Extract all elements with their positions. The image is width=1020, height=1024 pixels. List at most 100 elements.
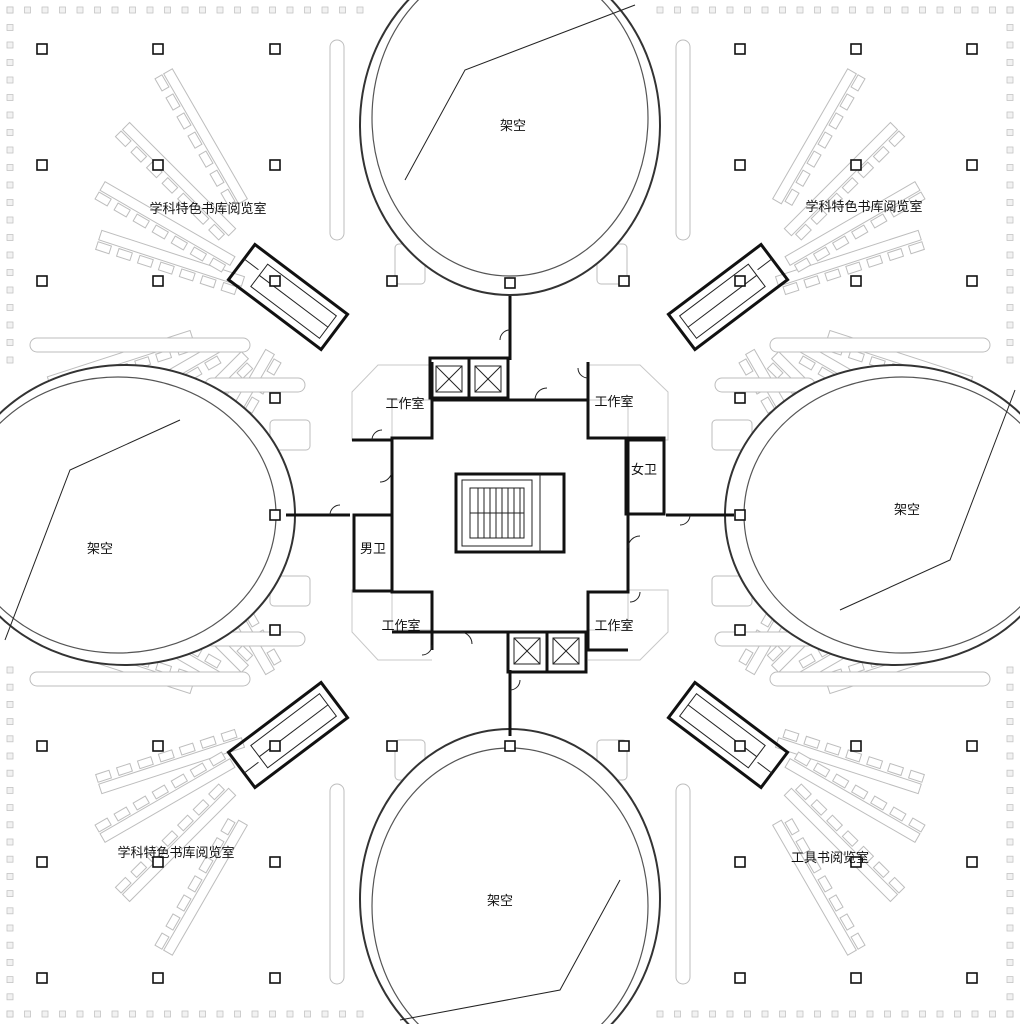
elevators-north <box>428 356 510 400</box>
shelf <box>99 757 236 844</box>
column <box>269 624 281 636</box>
seat <box>872 861 890 879</box>
seat <box>136 756 154 770</box>
benches <box>29 39 991 985</box>
seat <box>817 875 833 893</box>
shelf <box>99 180 236 267</box>
column <box>36 275 48 287</box>
perimeter-dot <box>164 6 171 14</box>
perimeter-dot <box>6 752 14 760</box>
seat <box>204 355 222 371</box>
perimeter-dot <box>6 6 14 14</box>
column <box>734 856 746 868</box>
shelf <box>162 68 249 205</box>
perimeter-dot <box>199 1010 206 1018</box>
perimeter-dot <box>6 855 14 863</box>
perimeter-dot <box>1006 41 1014 49</box>
shelf-row <box>95 728 246 795</box>
perimeter-dot <box>1006 111 1014 119</box>
seat <box>114 876 132 894</box>
perimeter-dot <box>1006 735 1014 743</box>
perimeter-dot <box>656 1010 664 1018</box>
perimeter-dot <box>6 129 14 136</box>
perimeter-dot <box>901 6 909 14</box>
perimeter-dot <box>989 1010 996 1018</box>
seat <box>888 876 906 894</box>
seat <box>236 644 254 662</box>
column <box>734 509 746 521</box>
label-reading-nw: 学科特色书库阅览室 <box>149 201 266 217</box>
seat <box>208 223 226 241</box>
seat <box>889 806 907 822</box>
columns <box>36 43 978 984</box>
perimeter-dot <box>656 6 664 14</box>
perimeter-dot <box>6 199 14 206</box>
label-work-se: 工作室 <box>594 618 633 634</box>
column <box>269 972 281 984</box>
column <box>966 856 978 868</box>
seat <box>908 817 926 833</box>
perimeter-dot <box>884 6 891 14</box>
seat <box>845 749 863 763</box>
perimeter-dot <box>76 6 84 14</box>
perimeter-dot <box>251 1010 259 1018</box>
perimeter-dot <box>6 873 14 880</box>
label-void-n: 架空 <box>500 119 526 134</box>
perimeter-dot <box>6 976 14 983</box>
perimeter-dot <box>709 6 716 14</box>
seat <box>784 818 800 836</box>
column <box>966 43 978 55</box>
perimeter-dot <box>6 181 14 189</box>
perimeter-dot <box>24 1010 31 1018</box>
perimeter-dot <box>269 1010 276 1018</box>
perimeter-dot <box>94 1010 101 1018</box>
perimeter-dot <box>901 1010 909 1018</box>
shelf <box>783 121 899 237</box>
perimeter-dot <box>286 6 294 14</box>
seat <box>154 74 170 92</box>
column <box>36 856 48 868</box>
seat <box>176 192 194 210</box>
perimeter-dot <box>1006 976 1014 983</box>
shelf <box>121 121 237 237</box>
seat <box>793 257 812 273</box>
perimeter-dot <box>1006 321 1014 329</box>
seat <box>798 653 816 669</box>
perimeter-dot <box>251 6 259 14</box>
perimeter-dot <box>6 251 14 259</box>
shelf-row <box>154 818 249 956</box>
column <box>734 43 746 55</box>
seat <box>831 773 850 789</box>
perimeter-dot <box>796 6 804 14</box>
perimeter-dot <box>129 1010 136 1018</box>
column <box>504 740 516 752</box>
column <box>36 740 48 752</box>
male-toilet-room <box>352 513 394 593</box>
seat <box>857 845 875 863</box>
label-reading-ne: 学科特色书库阅览室 <box>805 199 922 215</box>
seat <box>220 281 238 296</box>
perimeter-dot <box>1006 1010 1014 1018</box>
seat <box>839 913 855 931</box>
seat <box>766 644 784 662</box>
column <box>386 740 398 752</box>
column <box>618 275 630 287</box>
perimeter-dot <box>59 1010 66 1018</box>
shelf-row <box>774 728 925 795</box>
perimeter-dot <box>1006 769 1014 777</box>
perimeter-dot <box>1006 752 1014 760</box>
seat <box>198 856 214 874</box>
perimeter-dot <box>936 1010 944 1018</box>
column <box>269 275 281 287</box>
perimeter-dot <box>76 1010 84 1018</box>
seat <box>784 188 800 206</box>
elevators-south <box>506 630 588 674</box>
perimeter-dot <box>199 6 206 14</box>
void-west <box>0 364 296 666</box>
shelf-row <box>94 180 236 273</box>
column <box>850 275 862 287</box>
label-void-w: 架空 <box>87 542 113 557</box>
column <box>36 43 48 55</box>
female-toilet-room <box>624 436 666 516</box>
